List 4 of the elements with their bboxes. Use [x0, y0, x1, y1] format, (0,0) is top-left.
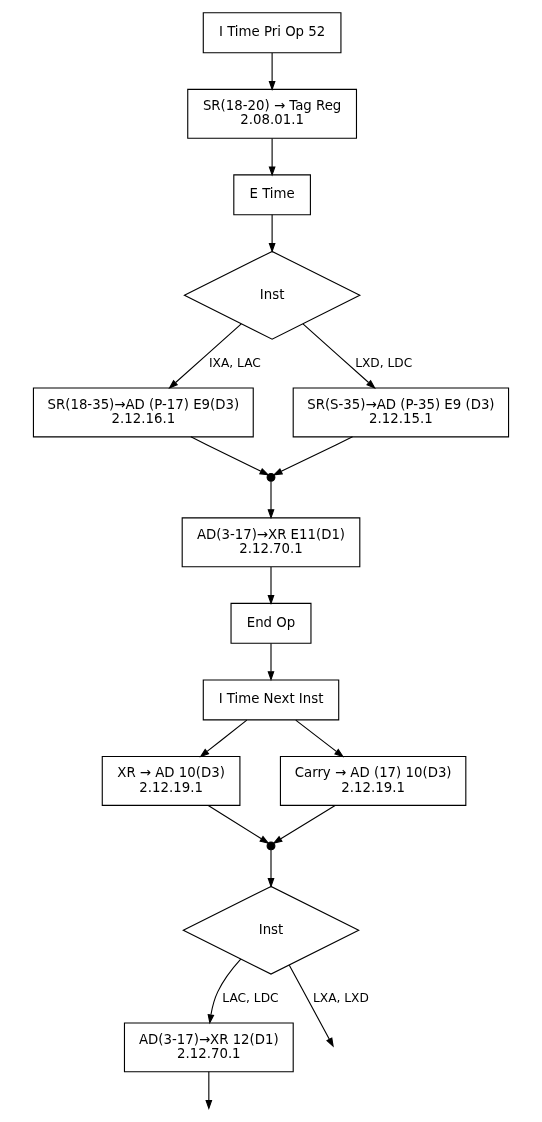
- edge-label: LXA, LXD: [313, 990, 369, 1005]
- edge-label: LAC, LDC: [222, 990, 279, 1005]
- edge-label: IXA, LAC: [209, 355, 261, 370]
- edge-label: LXD, LDC: [355, 355, 413, 370]
